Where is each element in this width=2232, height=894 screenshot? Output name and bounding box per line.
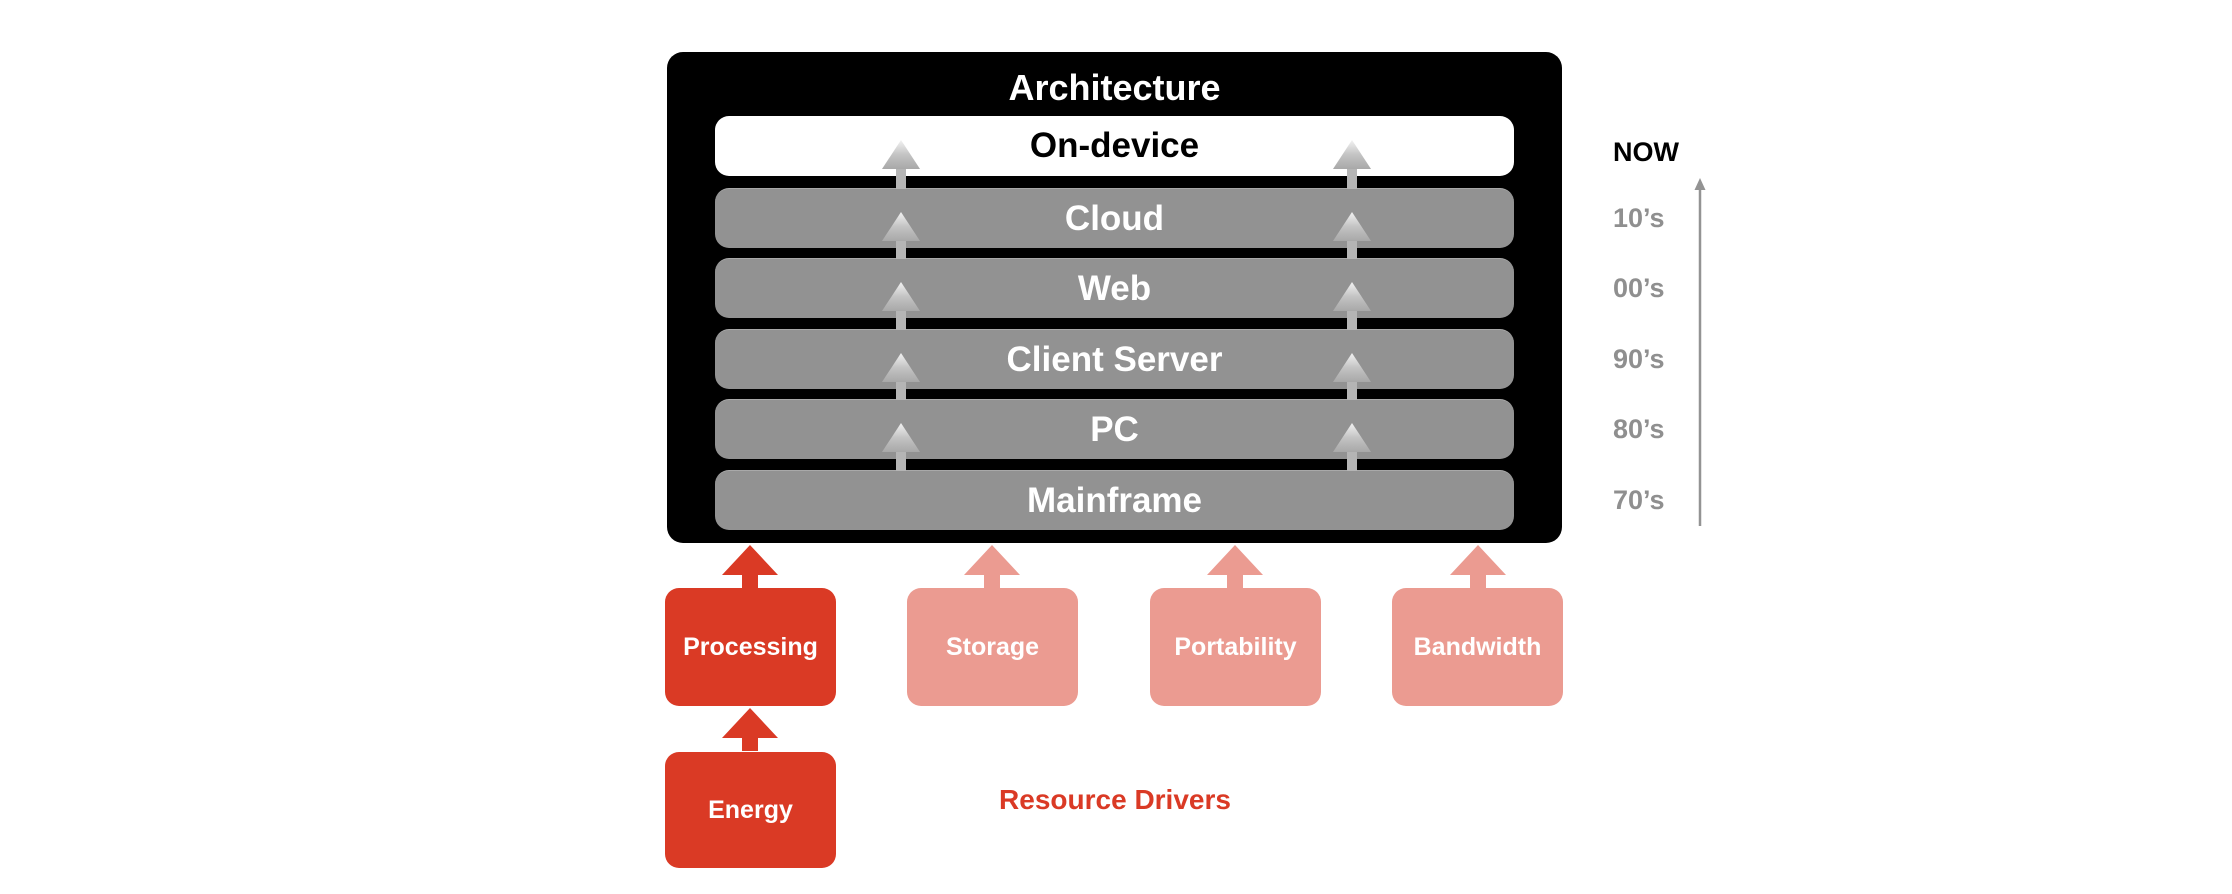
layer-label: Client Server — [1006, 339, 1223, 379]
layer-client-server: Client Server — [715, 329, 1514, 389]
bandwidth-arrow-icon — [1450, 545, 1506, 588]
resource-drivers-caption: Resource Drivers — [999, 784, 1231, 815]
timeline-label-70s: 70’s — [1613, 485, 1665, 515]
driver-label: Bandwidth — [1413, 632, 1542, 661]
timeline-label-now: NOW — [1613, 137, 1679, 167]
layer-web: Web — [715, 258, 1514, 318]
architecture-title: Architecture — [1008, 67, 1221, 108]
layer-label: Cloud — [1064, 198, 1165, 238]
driver-label: Storage — [945, 632, 1040, 661]
layer-cloud: Cloud — [715, 188, 1514, 248]
layer-on-device: On-device — [715, 116, 1514, 176]
layer-label: PC — [1090, 409, 1139, 449]
driver-label: Portability — [1174, 632, 1297, 661]
timeline-arrow-icon — [1694, 178, 1706, 526]
layer-mainframe: Mainframe — [715, 470, 1514, 530]
driver-storage: Storage — [907, 588, 1078, 706]
driver-processing: Processing — [665, 588, 836, 706]
layer-label: On-device — [1029, 126, 1200, 165]
portability-arrow-icon — [1207, 545, 1263, 588]
storage-arrow-icon — [964, 545, 1020, 588]
driver-bandwidth: Bandwidth — [1392, 588, 1563, 706]
timeline-label-10s: 10’s — [1613, 203, 1665, 233]
driver-energy: Energy — [665, 752, 836, 868]
layer-label: Web — [1077, 268, 1152, 308]
layer-label: Mainframe — [1026, 480, 1203, 520]
driver-label: Energy — [708, 795, 793, 824]
timeline-label-80s: 80’s — [1613, 414, 1665, 444]
timeline-label-00s: 00’s — [1613, 273, 1665, 303]
timeline-label-90s: 90’s — [1613, 344, 1665, 374]
driver-portability: Portability — [1150, 588, 1321, 706]
driver-label: Processing — [683, 632, 818, 661]
energy-arrow-icon — [722, 708, 778, 751]
layer-pc: PC — [715, 399, 1514, 459]
processing-arrow-icon — [722, 545, 778, 588]
